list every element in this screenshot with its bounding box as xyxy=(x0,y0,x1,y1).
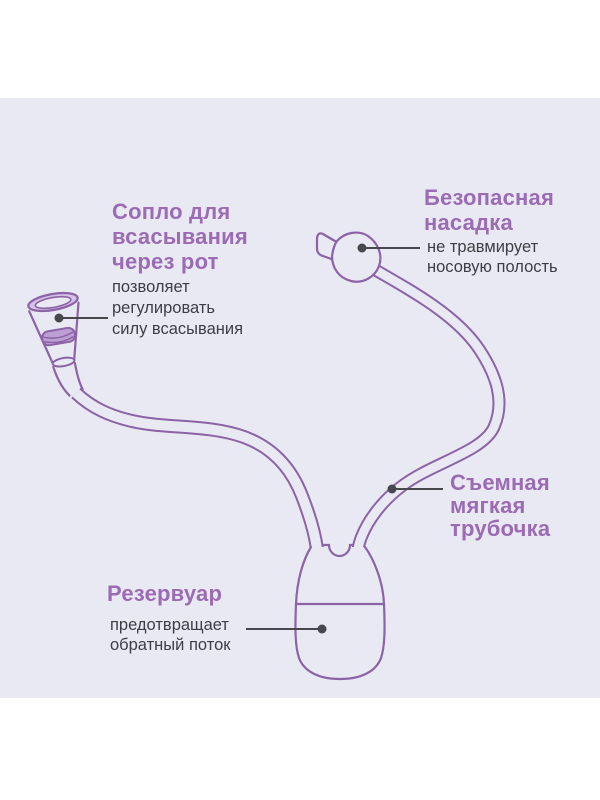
leader-dot xyxy=(357,243,367,253)
title-line: трубочка xyxy=(450,516,551,541)
title-line: Резервуар xyxy=(107,581,223,606)
title-line: Безопасная xyxy=(424,185,554,210)
mouthpiece-drawing xyxy=(27,291,84,397)
desc-line: силу всасывания xyxy=(112,320,244,338)
desc-line: не травмирует xyxy=(427,238,539,256)
desc-line: позволяет xyxy=(112,278,190,296)
nozzle-body xyxy=(330,231,382,283)
mouthpiece-title: Сопло для всасывания через рот xyxy=(112,199,248,274)
desc-line: носовую полость xyxy=(427,258,558,276)
title-line: Съемная xyxy=(450,470,550,495)
reservoir-neck-arch xyxy=(321,543,354,558)
leader-mouthpiece xyxy=(54,313,108,323)
leader-dot xyxy=(387,484,397,494)
reservoir-description: предотвращает обратный поток xyxy=(110,615,230,655)
leader-soft-tube xyxy=(387,484,443,494)
desc-line: регулировать xyxy=(112,299,216,317)
title-line: всасывания xyxy=(112,224,248,249)
nozzle-drawing xyxy=(315,231,382,283)
leader-reservoir xyxy=(246,624,327,634)
leader-dot xyxy=(54,313,64,323)
leader-dot xyxy=(317,624,327,634)
title-line: насадка xyxy=(424,210,513,235)
mouth-tube-drawing xyxy=(71,387,324,551)
mouthpiece-grip-band xyxy=(41,326,77,347)
mouthpiece-description: позволяет регулировать силу всасывания xyxy=(112,277,243,340)
nozzle-description: не травмирует носовую полость xyxy=(427,237,558,277)
soft-tube-drawing xyxy=(351,262,506,553)
leader-nozzle xyxy=(357,243,420,253)
desc-line: предотвращает xyxy=(110,616,229,634)
soft-tube-title: Съемная мягкая трубочка xyxy=(450,471,550,540)
title-line: Сопло для xyxy=(112,199,231,224)
title-line: мягкая xyxy=(450,493,526,518)
reservoir-title: Резервуар xyxy=(107,581,222,606)
desc-line: обратный поток xyxy=(110,636,231,654)
reservoir-drawing xyxy=(294,543,386,681)
nozzle-title: Безопасная насадка xyxy=(424,185,554,235)
title-line: через рот xyxy=(112,249,219,274)
